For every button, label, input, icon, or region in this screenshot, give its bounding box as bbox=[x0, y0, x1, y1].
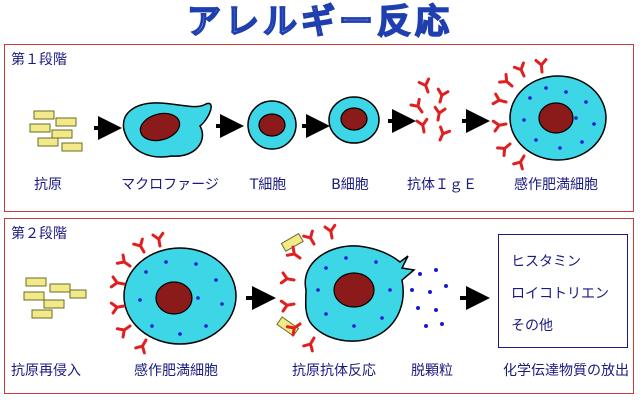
degranulation-granules-icon bbox=[410, 268, 448, 328]
label-sensitized-mast-cell-2: 感作肥満細胞 bbox=[134, 363, 218, 379]
label-macrophage: マクロファージ bbox=[121, 177, 219, 193]
mediator-item: ロイコトリエン bbox=[511, 286, 609, 302]
label-antigen-antibody-reaction: 抗原抗体反応 bbox=[292, 363, 376, 379]
label-antigen-reentry: 抗原再侵入 bbox=[11, 363, 81, 379]
ige-antibodies-icon bbox=[409, 77, 452, 144]
label-antigen: 抗原 bbox=[34, 177, 62, 193]
label-sensitized-mast-cell: 感作肥満細胞 bbox=[514, 177, 598, 193]
label-t-cell: T細胞 bbox=[249, 177, 287, 193]
mediator-list-box: ヒスタミン ロイコトリエン その他 bbox=[498, 234, 628, 348]
stage2-panel: 第２段階 bbox=[4, 218, 634, 394]
t-cell-icon bbox=[247, 100, 297, 150]
b-cell-icon bbox=[328, 96, 380, 144]
macrophage-icon bbox=[122, 102, 212, 158]
sensitized-mast-cell-icon bbox=[491, 58, 607, 171]
stage1-antigen-icon bbox=[29, 110, 83, 152]
mediator-item: その他 bbox=[511, 318, 553, 334]
label-degranulation: 脱顆粒 bbox=[411, 363, 453, 379]
mediator-item: ヒスタミン bbox=[511, 254, 581, 270]
stage2-title: 第２段階 bbox=[11, 226, 67, 242]
stage2-antigen-icon bbox=[23, 277, 87, 319]
stage2-mast-cell-icon bbox=[109, 231, 237, 355]
label-antibody-ige: 抗体ＩｇＥ bbox=[407, 177, 477, 193]
stage1-title: 第１段階 bbox=[11, 52, 67, 68]
antigen-antibody-reaction-icon bbox=[276, 223, 416, 353]
page-title: アレルギー反応 bbox=[186, 1, 453, 43]
stage1-panel: 第１段階 bbox=[4, 44, 634, 212]
label-mediator-release: 化学伝達物質の放出 bbox=[503, 363, 629, 379]
label-b-cell: B細胞 bbox=[331, 177, 369, 193]
